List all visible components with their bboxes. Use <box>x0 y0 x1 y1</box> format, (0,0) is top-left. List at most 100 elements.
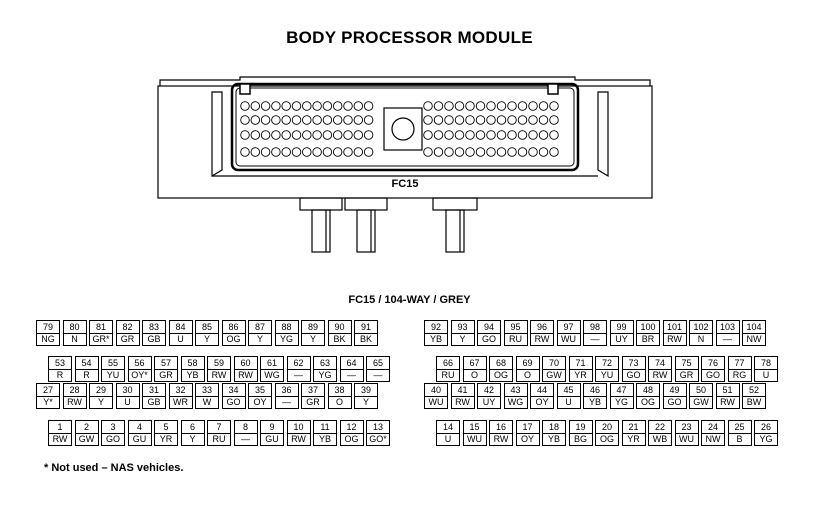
pin-hole <box>496 130 507 140</box>
pin-number: 82 <box>116 321 139 334</box>
pin-hole <box>322 147 333 157</box>
pin-hole <box>291 115 302 125</box>
pin-wire-color: YB <box>429 334 442 344</box>
pin-hole <box>507 130 517 140</box>
pin-wire-color: R <box>56 370 64 380</box>
pin-hole <box>528 101 538 111</box>
pin-hole <box>454 115 465 125</box>
pin-wire-color: N <box>697 334 705 344</box>
pin-wire-color: RW <box>238 370 253 380</box>
pin-wire-color: NW <box>705 434 721 444</box>
pin-wire-color: OG <box>599 434 614 444</box>
pin-wire-color: GO* <box>369 434 387 444</box>
pin-number: 75 <box>675 357 698 370</box>
pin-wire-color: WR <box>173 397 188 407</box>
pin-hole <box>423 147 433 157</box>
pin-number: 3 <box>102 421 124 434</box>
pin-hole <box>302 147 312 157</box>
pin-wire-color: YU <box>106 370 120 380</box>
pin-number: 11 <box>314 421 336 434</box>
pin-wire-color: O <box>470 370 478 380</box>
pin-number: 76 <box>702 357 724 370</box>
pin-number: 57 <box>155 357 177 370</box>
pin-wire-color: RW <box>667 334 682 344</box>
harness-leg-2 <box>344 197 388 211</box>
pin-number: 39 <box>355 384 377 397</box>
pin-number: 92 <box>425 321 447 334</box>
pin-number: 54 <box>75 357 98 370</box>
pin-number: 49 <box>663 384 686 397</box>
pin-number: 2 <box>75 421 98 434</box>
pin-number: 13 <box>367 421 389 434</box>
pin-number: 27 <box>37 384 59 397</box>
pin-number: 53 <box>49 357 71 370</box>
pin-wire-color: OY* <box>131 370 148 380</box>
pin-hole <box>517 130 528 140</box>
pin-hole <box>343 130 353 140</box>
pin-wire-color: NW <box>746 334 762 344</box>
pin-number: 95 <box>504 321 527 334</box>
pin-number: 102 <box>690 321 712 334</box>
page-title: BODY PROCESSOR MODULE <box>286 28 533 47</box>
pin-hole <box>538 130 549 140</box>
pin-number: 87 <box>249 321 271 334</box>
pin-wire-color: WU <box>428 397 444 407</box>
pin-hole <box>302 130 312 140</box>
pin-number: 48 <box>637 384 659 397</box>
module-drawing <box>157 76 653 253</box>
pin-wire-color: GO <box>705 370 720 380</box>
pin-number: 1 <box>49 421 71 434</box>
pin-hole <box>475 130 486 140</box>
pin-hole <box>538 147 549 157</box>
pin-hole <box>260 147 271 157</box>
pin-hole <box>496 115 507 125</box>
pin-wire-color: RW <box>67 397 82 407</box>
pin-wire-color: YB <box>186 370 199 380</box>
pin-number: 20 <box>596 421 618 434</box>
pin-number: 33 <box>196 384 218 397</box>
pin-wire-color: GB <box>147 397 161 407</box>
pin-cell: 36— <box>274 383 299 409</box>
pin-hole <box>454 101 465 111</box>
connector-pin-holes <box>240 101 559 157</box>
pin-number: 24 <box>702 421 724 434</box>
pin-hole <box>517 101 528 111</box>
pin-hole <box>507 147 517 157</box>
pin-wire-color: O <box>523 370 531 380</box>
pin-number: 50 <box>690 384 712 397</box>
pin-hole <box>271 130 281 140</box>
pin-hole <box>444 101 454 111</box>
pin-number: 63 <box>314 357 336 370</box>
pin-hole <box>465 147 475 157</box>
pin-wire-color: GO <box>105 434 120 444</box>
pin-hole <box>496 147 507 157</box>
pin-number: 40 <box>425 384 447 397</box>
pin-hole <box>332 130 343 140</box>
pin-number: 10 <box>287 421 310 434</box>
pin-hole <box>302 101 312 111</box>
pin-wire-color: YG <box>279 334 293 344</box>
pin-number: 78 <box>755 357 777 370</box>
